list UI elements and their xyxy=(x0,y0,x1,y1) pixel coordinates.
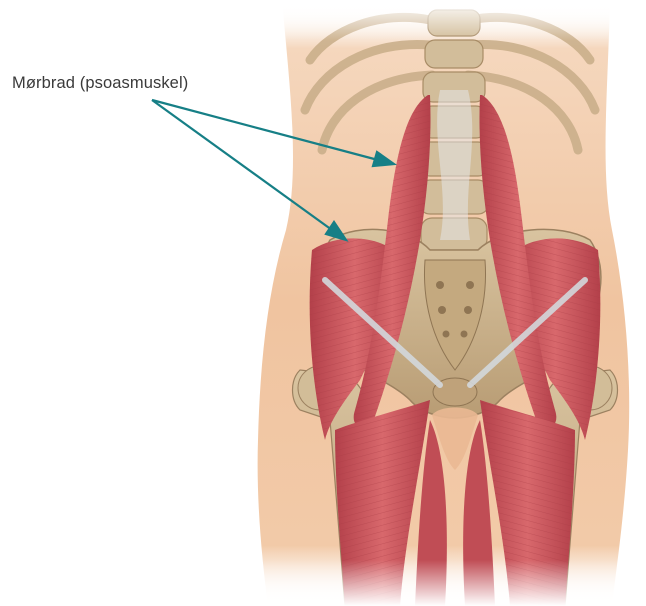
bottom-fade xyxy=(0,560,646,606)
top-fade xyxy=(0,0,646,40)
psoas-label: Mørbrad (psoasmuskel) xyxy=(12,74,188,93)
